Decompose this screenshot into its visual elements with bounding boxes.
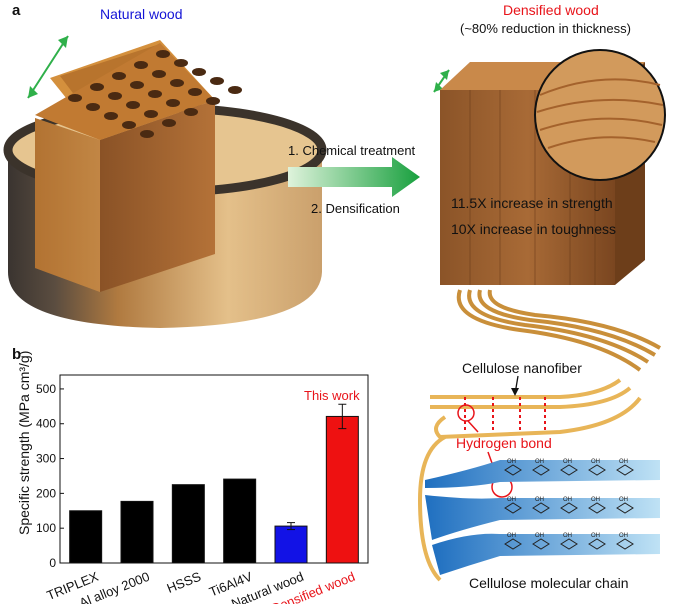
oh-label: OH — [507, 497, 516, 503]
glucose-ring-icon — [504, 464, 522, 476]
pore-icon — [174, 59, 188, 67]
pore-icon — [90, 83, 104, 91]
step1-label: 1. Chemical treatment — [288, 143, 416, 158]
y-tick-label: 500 — [36, 382, 56, 396]
glucose-ring-icon — [588, 464, 606, 476]
strength-claim: 11.5X increase in strength — [451, 195, 613, 211]
y-tick-label: 300 — [36, 452, 56, 466]
oh-label: OH — [507, 533, 516, 539]
pore-icon — [134, 61, 148, 69]
panel-b-letter: b — [12, 346, 22, 363]
y-tick-label: 400 — [36, 417, 56, 431]
y-tick-label: 100 — [36, 521, 56, 535]
nanofiber-bundle — [456, 289, 661, 372]
hydrogen-bond-label: Hydrogen bond — [456, 435, 552, 451]
pore-icon — [126, 101, 140, 109]
oh-label: OH — [591, 459, 600, 465]
magnified-view — [534, 49, 666, 181]
glucose-ring-icon — [616, 464, 634, 476]
pore-icon — [86, 103, 100, 111]
pore-icon — [162, 119, 176, 127]
glucose-ring-icon — [616, 502, 634, 514]
bar — [171, 484, 205, 564]
oh-label: OH — [507, 459, 516, 465]
oh-label: OH — [619, 459, 628, 465]
hbond-circle-top — [457, 404, 475, 422]
pore-icon — [156, 50, 170, 58]
bar — [223, 478, 257, 564]
pore-icon — [192, 68, 206, 76]
oh-label: OH — [535, 497, 544, 503]
y-tick-label: 0 — [49, 556, 56, 570]
oh-label: OH — [535, 533, 544, 539]
oh-label: OH — [619, 497, 628, 503]
pore-icon — [170, 79, 184, 87]
glucose-ring-icon — [532, 502, 550, 514]
this-work-annotation: This work — [304, 388, 360, 403]
oh-label: OH — [591, 497, 600, 503]
wood-pores — [68, 50, 242, 138]
pore-icon — [152, 70, 166, 78]
natural-wood-title: Natural wood — [100, 6, 183, 22]
glucose-ring-icon — [588, 538, 606, 550]
pore-icon — [210, 77, 224, 85]
pore-icon — [184, 108, 198, 116]
bar — [325, 415, 359, 564]
bar — [120, 500, 154, 564]
process-arrow — [288, 157, 420, 197]
oh-label: OH — [563, 533, 572, 539]
x-tick-label: HSSS — [165, 569, 204, 596]
panel-a-letter: a — [12, 2, 21, 19]
oh-label: OH — [563, 459, 572, 465]
cellulose-chain-label: Cellulose molecular chain — [469, 575, 629, 591]
oh-label: OH — [619, 533, 628, 539]
pore-icon — [206, 97, 220, 105]
glucose-ring-icon — [560, 538, 578, 550]
nanofiber-strands — [417, 378, 642, 582]
oh-label: OH — [591, 533, 600, 539]
thickness-arrow-natural — [27, 35, 69, 99]
glucose-ring-icon — [588, 502, 606, 514]
y-tick-label: 200 — [36, 486, 56, 500]
pore-icon — [140, 130, 154, 138]
chart-frame — [59, 374, 369, 564]
glucose-rings: OH OH OH OH OH OH OH OH OH OH OH OH OH OH OH — [504, 459, 634, 550]
densified-wood-title: Densified wood — [503, 2, 599, 18]
glucose-ring-icon — [560, 464, 578, 476]
pore-icon — [188, 88, 202, 96]
pore-icon — [228, 86, 242, 94]
step2-label: 2. Densification — [311, 201, 400, 216]
bar — [274, 525, 308, 564]
glucose-ring-icon — [616, 538, 634, 550]
oh-label: OH — [535, 459, 544, 465]
pore-icon — [148, 90, 162, 98]
pore-icon — [144, 110, 158, 118]
glucose-ring-icon — [504, 502, 522, 514]
pore-icon — [68, 94, 82, 102]
glucose-ring-icon — [560, 502, 578, 514]
pore-icon — [130, 81, 144, 89]
bar — [69, 510, 103, 564]
pore-icon — [108, 92, 122, 100]
pore-icon — [122, 121, 136, 129]
glucose-ring-icon — [504, 538, 522, 550]
glucose-ring-icon — [532, 464, 550, 476]
pore-icon — [104, 112, 118, 120]
oh-label: OH — [563, 497, 572, 503]
nanofiber-label: Cellulose nanofiber — [462, 360, 582, 376]
natural-wood-block — [35, 40, 215, 292]
toughness-claim: 10X increase in toughness — [451, 221, 616, 237]
pore-icon — [112, 72, 126, 80]
pore-icon — [166, 99, 180, 107]
densified-wood-subtitle: (~80% reduction in thickness) — [460, 21, 631, 36]
glucose-ring-icon — [532, 538, 550, 550]
